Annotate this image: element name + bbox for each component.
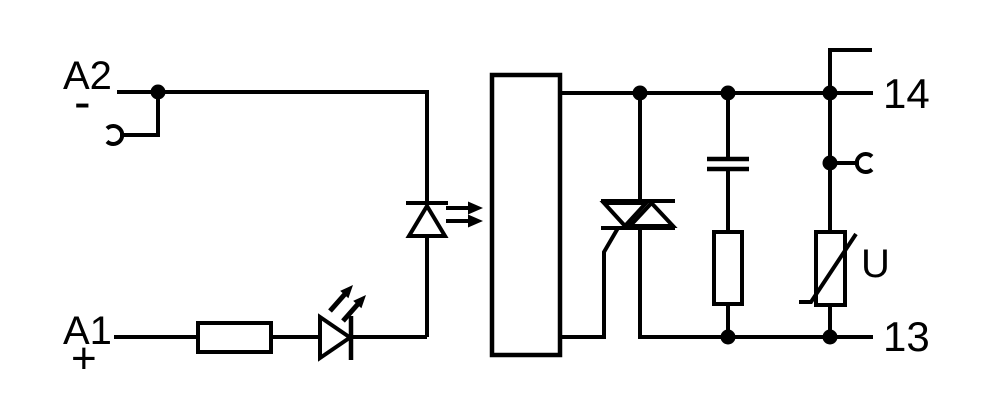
- series-resistor-icon: [196, 321, 273, 354]
- terminal-a1-polarity: +: [71, 334, 97, 383]
- driver-ic-box: [489, 72, 563, 358]
- terminal-14-label: 14: [883, 70, 930, 117]
- snubber-resistor-icon: [712, 230, 744, 306]
- optocoupler-arrows-icon: [446, 201, 483, 228]
- varistor-voltage-label: U: [861, 242, 890, 286]
- snubber-capacitor-icon: [707, 156, 749, 172]
- varistor-branch: U: [799, 93, 890, 337]
- led-icon: [318, 285, 366, 362]
- plug-contact-icon: [830, 152, 874, 174]
- terminal-a1: A1 +: [63, 309, 112, 383]
- triac-icon: [560, 93, 678, 339]
- junction-dot-icon: [720, 329, 736, 345]
- plug-contact-icon: [105, 92, 160, 146]
- terminal-a2-polarity: -: [74, 74, 91, 130]
- a2-wire: [117, 90, 429, 202]
- terminal-a2-label: A2: [63, 54, 112, 98]
- junction-dot-icon: [822, 329, 838, 345]
- terminal-a1-label: A1: [63, 309, 112, 353]
- terminal-13-label: 13: [883, 313, 930, 360]
- optocoupler-led-icon: [405, 201, 449, 337]
- varistor-icon: [799, 230, 858, 307]
- terminal-14-stub: [828, 48, 872, 93]
- snubber-branch: [707, 93, 749, 337]
- triac-gate-wire: [560, 226, 620, 339]
- terminal-a2: A2 -: [63, 54, 112, 130]
